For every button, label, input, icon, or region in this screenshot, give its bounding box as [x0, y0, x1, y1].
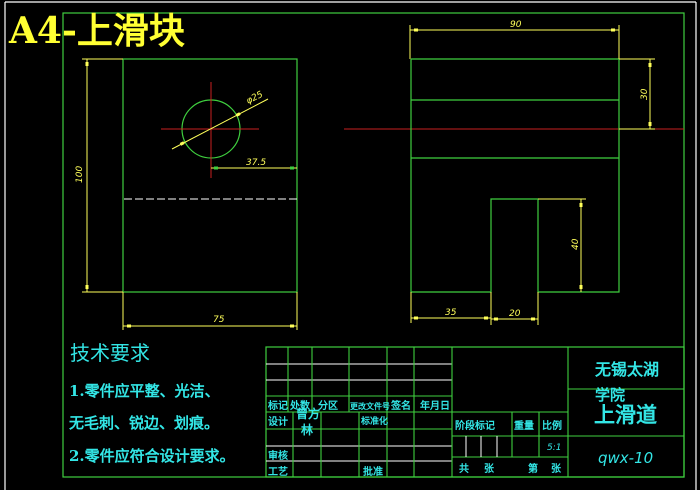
front-view: 100 75 φ25 37.5 [75, 58, 298, 330]
standardize-label: 标准化 [360, 415, 388, 427]
dim-height-100 [82, 58, 123, 293]
header-signature: 签名 [390, 399, 411, 412]
dim-width-90 [409, 25, 620, 59]
scale-label: 比例 [542, 419, 562, 432]
header-change-doc: 更改文件号 [350, 401, 390, 411]
sheet-label-1: 张 [484, 462, 495, 475]
side-view: 90 30 40 35 [344, 20, 684, 325]
dim-top-30 [619, 58, 655, 130]
header-mark: 标记 [267, 399, 288, 412]
tech-requirement-line-1: 1.零件应平整、光洁、 [69, 382, 220, 400]
drawing-title: A4-上滑块 [8, 10, 185, 52]
title-block: 标记 处数 分区 更改文件号 签名 年月日 设计 曾方 林 标准化 审核 工艺 … [265, 346, 685, 478]
tech-requirements-heading: 技术要求 [70, 341, 150, 365]
dim-slot-40 [538, 198, 586, 292]
dim-width-75-label: 75 [213, 315, 225, 325]
header-zone: 分区 [318, 399, 338, 412]
front-outline [122, 58, 298, 293]
total-label: 共 [459, 462, 469, 475]
tech-requirement-line-3: 2.零件应符合设计要求。 [69, 447, 235, 465]
dim-hole-offset-label: 37.5 [246, 158, 266, 168]
designer-name-2: 林 [301, 422, 313, 437]
dim-width-75 [122, 292, 298, 330]
review-label: 审核 [268, 449, 288, 462]
school-line-1: 无锡太湖 [594, 360, 659, 379]
scale-value: 5:1 [547, 443, 561, 453]
dim-hole-offset [211, 166, 297, 170]
stage-mark-label: 阶段标记 [455, 419, 495, 432]
dim-height-100-label: 100 [75, 166, 85, 183]
page-label: 第 [528, 462, 538, 475]
process-label: 工艺 [268, 465, 288, 478]
outer-frame [4, 1, 697, 490]
approve-label: 批准 [363, 465, 383, 478]
header-date: 年月日 [420, 399, 450, 412]
dim-slot-40-label: 40 [571, 238, 581, 250]
header-count: 处数 [289, 399, 311, 412]
design-label: 设计 [268, 415, 288, 428]
weight-label: 重量 [514, 419, 534, 432]
dim-slot-20-label: 20 [509, 309, 521, 319]
part-name: 上滑道 [594, 403, 657, 427]
school-line-2: 学院 [595, 386, 625, 404]
drawing-number: qwx-10 [598, 449, 653, 467]
tech-requirement-line-2: 无毛刺、锐边、划痕。 [68, 414, 219, 432]
dim-hole-diameter [171, 98, 269, 150]
dim-top-30-label: 30 [640, 88, 650, 100]
dim-left-35-label: 35 [445, 308, 457, 318]
dim-bottom [410, 292, 539, 325]
sheet-label-2: 张 [551, 462, 562, 475]
designer-name: 曾方 [296, 406, 320, 421]
dim-width-90-label: 90 [510, 20, 522, 30]
tech-requirements: 技术要求 1.零件应平整、光洁、 无毛刺、锐边、划痕。 2.零件应符合设计要求。 [68, 341, 235, 465]
